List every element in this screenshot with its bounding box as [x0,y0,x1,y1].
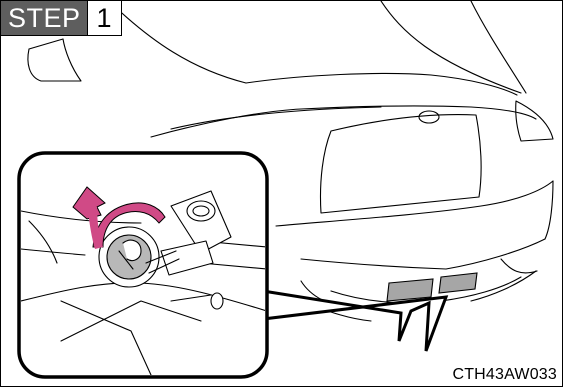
step-badge: STEP 1 [1,1,122,36]
step-number: 1 [87,1,121,35]
step-label: STEP [1,1,87,35]
callout-pointer [263,291,446,351]
license-plate-recess [320,115,481,213]
figure-code: CTH43AW033 [452,366,557,384]
exhaust-tip-right [439,273,477,293]
tail-light-right [516,101,553,141]
rear-camera [419,111,439,123]
exhaust-tip-left [387,279,433,301]
rear-window-left [28,39,81,81]
